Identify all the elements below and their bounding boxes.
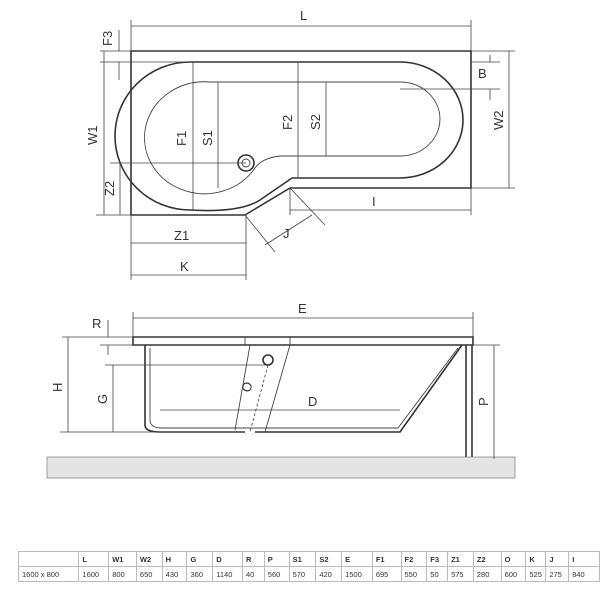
table-header-cell: F1 xyxy=(371,551,402,567)
floor xyxy=(46,456,516,479)
top-view: L F3 B W1 W2 F1 S1 F2 S2 Z2 I J Z1 K xyxy=(85,8,515,280)
table-header-cell: H xyxy=(161,551,188,567)
waste-pipe xyxy=(234,344,291,433)
table-cell: 600 xyxy=(500,566,527,582)
bathtub-drawing: L F3 B W1 W2 F1 S1 F2 S2 Z2 I J Z1 K E R… xyxy=(46,8,516,479)
dim-I xyxy=(289,188,472,215)
table-cell: 275 xyxy=(545,566,570,582)
dim-W2 xyxy=(471,50,515,189)
table-cell: 575 xyxy=(447,566,474,582)
dim-O xyxy=(249,364,269,433)
overflow-icon xyxy=(262,354,274,366)
dim-L xyxy=(130,20,472,51)
table-cell: 560 xyxy=(263,566,290,582)
table-cell: 280 xyxy=(472,566,502,582)
table-cell: 40 xyxy=(242,566,265,582)
bowl-bottom xyxy=(144,81,441,195)
table-header-cell: K xyxy=(525,551,547,567)
dim-E xyxy=(132,312,474,337)
table-cell: 1500 xyxy=(341,566,373,582)
table-cell: 650 xyxy=(135,566,163,582)
dim-G xyxy=(105,364,268,432)
tub-rim-side xyxy=(132,336,474,346)
label-F3: F3 xyxy=(100,31,115,46)
dim-R xyxy=(62,320,133,355)
table-cell: 840 xyxy=(568,566,600,582)
bowl-side xyxy=(149,347,459,429)
label-K: K xyxy=(180,259,189,274)
table-header-cell: W1 xyxy=(108,551,137,567)
side-view: E R H G O D P xyxy=(46,301,516,479)
dim-J xyxy=(244,187,326,253)
dim-P xyxy=(472,344,500,459)
label-L: L xyxy=(300,8,307,23)
table-header-cell xyxy=(17,551,80,567)
dim-Z1 xyxy=(130,215,247,280)
table-cell: 1600 x 800 xyxy=(17,566,80,582)
table-header-cell: P xyxy=(263,551,290,567)
table-header-cell: D xyxy=(212,551,244,567)
table-cell: 50 xyxy=(426,566,449,582)
tub-body-side xyxy=(144,344,463,433)
table-header-cell: J xyxy=(545,551,570,567)
table-cell: 695 xyxy=(371,566,402,582)
table-header-cell: F2 xyxy=(400,551,428,567)
table-header-cell: I xyxy=(568,551,600,567)
table-cell: 550 xyxy=(400,566,428,582)
table-cell: 1140 xyxy=(212,566,244,582)
table-cell: 800 xyxy=(108,566,137,582)
dim-F3 xyxy=(100,30,190,80)
label-R: R xyxy=(92,316,101,331)
table-header-cell: S1 xyxy=(288,551,317,567)
label-S1: S1 xyxy=(200,130,215,146)
dim-B xyxy=(400,55,500,100)
label-F2: F2 xyxy=(280,115,295,130)
table-header-cell: E xyxy=(341,551,373,567)
table-header-cell: S2 xyxy=(315,551,343,567)
label-E: E xyxy=(298,301,307,316)
label-P: P xyxy=(476,397,491,406)
dim-Z2 xyxy=(110,162,246,215)
table-header-cell: Z1 xyxy=(447,551,474,567)
table-cell: 1600 xyxy=(78,566,110,582)
label-F1: F1 xyxy=(174,131,189,146)
label-Z1: Z1 xyxy=(174,228,189,243)
tub-panel xyxy=(465,345,473,460)
label-D: D xyxy=(308,394,317,409)
dim-W1 xyxy=(96,51,131,216)
label-H: H xyxy=(50,383,65,392)
label-S2: S2 xyxy=(308,114,323,130)
table-header-cell: R xyxy=(242,551,265,567)
label-W2: W2 xyxy=(491,111,506,131)
dim-H xyxy=(60,337,245,433)
table-cell: 360 xyxy=(186,566,214,582)
table-header-cell: G xyxy=(186,551,214,567)
rim-seams xyxy=(244,337,291,345)
table-header-cell: F3 xyxy=(426,551,449,567)
table-header-cell: L xyxy=(78,551,110,567)
table-cell: 570 xyxy=(288,566,317,582)
tub-rim-inner xyxy=(114,61,464,212)
label-J: J xyxy=(283,226,290,241)
table-cell: 430 xyxy=(161,566,188,582)
table-cell: 525 xyxy=(525,566,547,582)
label-G: G xyxy=(95,394,110,404)
label-Z2: Z2 xyxy=(102,181,117,196)
table-header-cell: W2 xyxy=(135,551,163,567)
label-W1: W1 xyxy=(85,126,100,146)
table-cell: 420 xyxy=(315,566,343,582)
table-header-cell: O xyxy=(500,551,527,567)
label-I: I xyxy=(372,194,376,209)
table-header-cell: Z2 xyxy=(472,551,502,567)
label-B: B xyxy=(478,66,487,81)
label-O: O xyxy=(238,380,255,394)
